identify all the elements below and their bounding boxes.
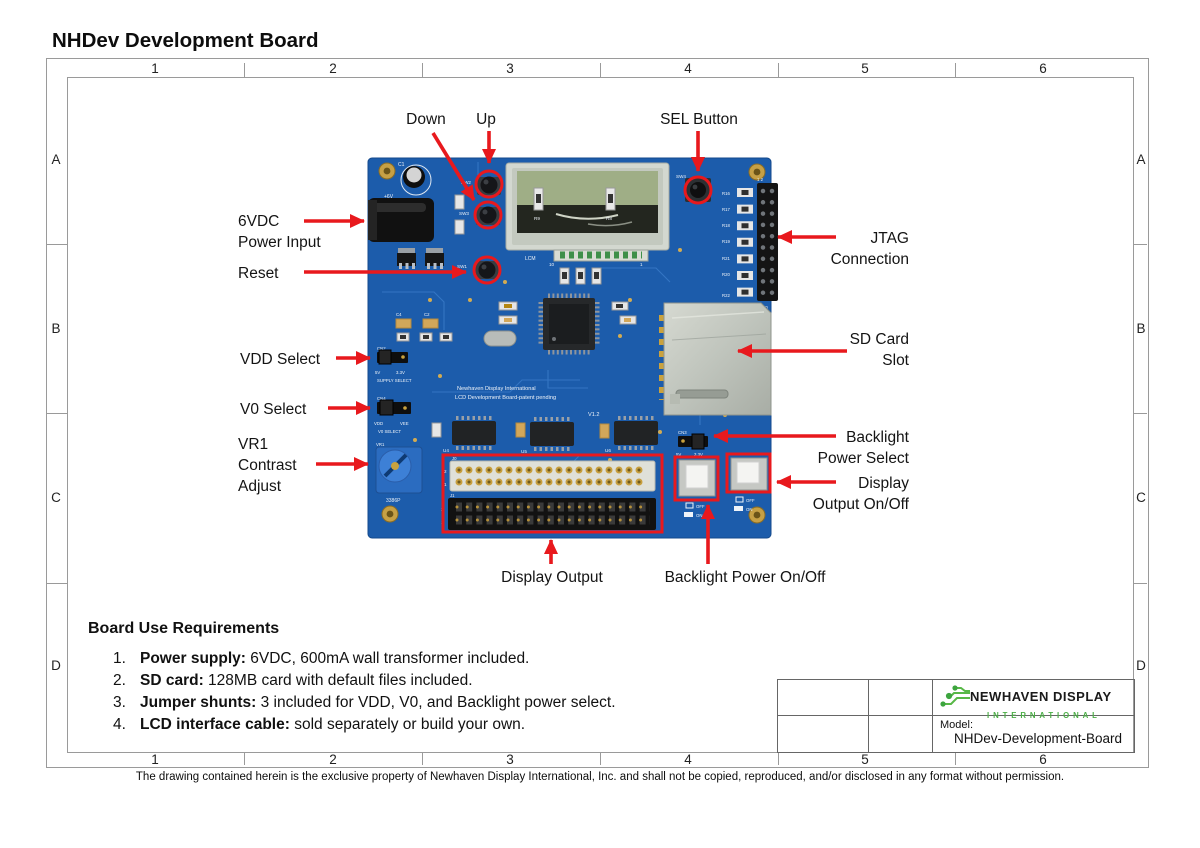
grid-col-label: 2: [329, 61, 337, 76]
frame-tick: [244, 752, 245, 765]
page-title: NHDev Development Board: [52, 29, 319, 52]
grid-col-label: 3: [506, 752, 514, 767]
grid-col-label: 4: [684, 752, 692, 767]
frame-tick: [46, 244, 67, 245]
requirement-item: 3. Jumper shunts: 3 included for VDD, V0,…: [113, 692, 616, 714]
requirement-text: 6VDC, 600mA wall transformer included.: [245, 650, 530, 667]
grid-row-label: C: [1136, 490, 1146, 505]
circuit-logo-icon: [940, 685, 970, 707]
grid-row-label: A: [51, 152, 61, 167]
frame-tick: [422, 63, 423, 77]
brand-name: NEWHAVEN DISPLAY: [970, 689, 1112, 704]
callout-label-backlight-select: Backlight Power Select: [817, 429, 909, 467]
grid-row-label: D: [1136, 658, 1146, 673]
grid-col-label: 1: [151, 752, 159, 767]
frame-tick: [1133, 413, 1147, 414]
grid-col-label: 6: [1039, 61, 1047, 76]
requirement-item: 1. Power supply: 6VDC, 600mA wall transfo…: [113, 648, 616, 670]
requirement-lead: LCD interface cable:: [140, 716, 290, 733]
requirements-heading: Board Use Requirements: [88, 620, 280, 637]
grid-col-label: 4: [684, 61, 692, 76]
requirement-number: 2.: [113, 672, 126, 689]
callout-label-display-onoff: Display Output On/Off: [812, 475, 909, 513]
callout-label-sel: SEL Button: [660, 111, 738, 128]
grid-col-label: 2: [329, 752, 337, 767]
brand-subtitle: INTERNATIONAL: [987, 711, 1101, 720]
callout-label-jtag: JTAG Connection: [830, 230, 909, 268]
requirement-text: 3 included for VDD, V0, and Backlight po…: [256, 694, 616, 711]
frame-tick: [955, 63, 956, 77]
requirement-lead: Power supply:: [140, 650, 246, 667]
model-label: Model:: [940, 719, 974, 731]
grid-col-label: 1: [151, 61, 159, 76]
model-value: NHDev-Development-Board: [954, 731, 1123, 746]
company-logo: NEWHAVEN DISPLAY INTERNATIONAL: [938, 683, 1132, 720]
callout-label-up: Up: [476, 111, 496, 128]
grid-row-label: D: [51, 658, 61, 673]
grid-row-label: A: [1136, 152, 1146, 167]
frame-tick: [46, 583, 67, 584]
copyright-notice: The drawing contained herein is the excl…: [135, 771, 1065, 783]
frame-tick: [778, 752, 779, 765]
title-block-divider: [932, 680, 933, 752]
callout-label-vr1: VR1 Contrast Adjust: [238, 436, 297, 495]
frame-tick: [1133, 244, 1147, 245]
grid-col-label: 6: [1039, 752, 1047, 767]
requirement-item: 2. SD card: 128MB card with default files…: [113, 670, 616, 692]
requirement-number: 3.: [113, 694, 126, 711]
requirement-text: sold separately or build your own.: [289, 716, 526, 733]
callout-label-power: 6VDC Power Input: [238, 213, 321, 251]
callout-label-display-output: Display Output: [501, 569, 603, 586]
title-block-divider: [778, 715, 1134, 716]
requirement-lead: SD card:: [140, 672, 204, 689]
grid-col-label: 3: [506, 61, 514, 76]
grid-row-label: C: [51, 490, 61, 505]
frame-tick: [244, 63, 245, 77]
grid-col-label: 5: [861, 61, 869, 76]
title-block-divider: [868, 680, 869, 752]
callout-label-down: Down: [406, 111, 446, 128]
callout-label-v0: V0 Select: [240, 401, 307, 418]
requirement-item: 4. LCD interface cable: sold separately o…: [113, 714, 616, 736]
callout-label-vdd: VDD Select: [240, 351, 321, 368]
frame-tick: [1133, 583, 1147, 584]
frame-tick: [955, 752, 956, 765]
frame-tick: [422, 752, 423, 765]
requirement-number: 4.: [113, 716, 126, 733]
frame-tick: [600, 63, 601, 77]
frame-tick: [46, 413, 67, 414]
title-block: NEWHAVEN DISPLAY INTERNATIONAL Model: NH…: [777, 679, 1135, 753]
grid-row-label: B: [51, 321, 61, 336]
callout-label-reset: Reset: [238, 265, 279, 282]
requirement-number: 1.: [113, 650, 126, 667]
requirement-lead: Jumper shunts:: [140, 694, 257, 711]
requirements-list: 1. Power supply: 6VDC, 600mA wall transfo…: [113, 648, 616, 736]
callout-label-sd: SD Card Slot: [849, 331, 909, 369]
grid-row-label: B: [1136, 321, 1146, 336]
requirement-text: 128MB card with default files included.: [203, 672, 473, 689]
frame-tick: [600, 752, 601, 765]
frame-tick: [778, 63, 779, 77]
callout-label-backlight-onoff: Backlight Power On/Off: [664, 569, 826, 586]
grid-col-label: 5: [861, 752, 869, 767]
